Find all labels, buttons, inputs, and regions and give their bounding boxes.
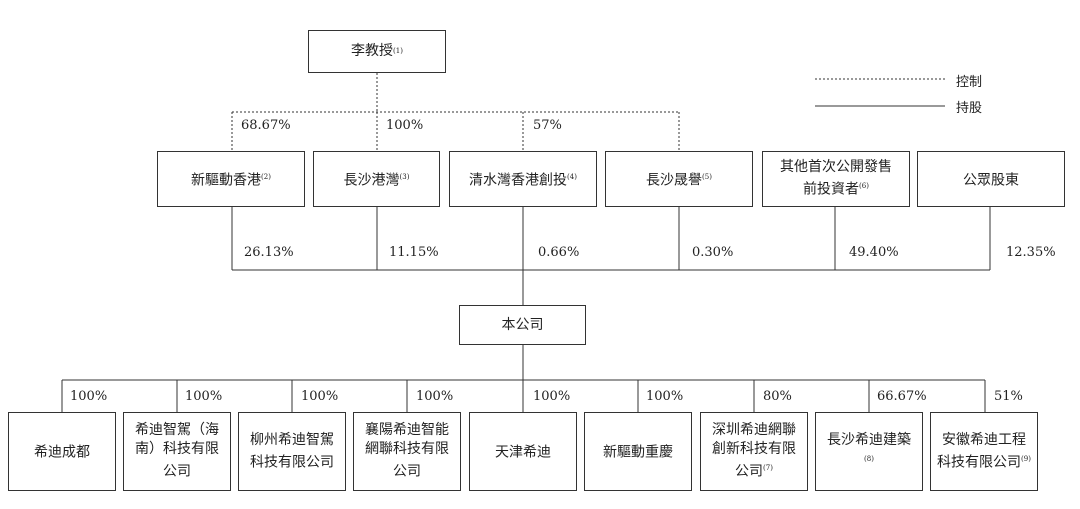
node-label: 希迪成都 — [34, 444, 90, 461]
node-label: 長沙晟譽 — [646, 172, 703, 189]
pct-label: 51% — [994, 389, 1023, 404]
pct-label: 12.35% — [1006, 245, 1056, 260]
node-entity: 長沙港灣(3) — [313, 151, 440, 207]
node-label: 安徽希迪工程科技有限公司 — [937, 431, 1026, 471]
node-subsidiary: 襄陽希迪智能網聯科技有限公司 — [353, 412, 461, 491]
pct-label: 100% — [646, 389, 684, 404]
node-company: 本公司 — [459, 305, 586, 345]
node-label: 長沙希迪建築 — [827, 431, 911, 448]
node-label: 天津希迪 — [495, 444, 551, 461]
pct-label: 100% — [301, 389, 339, 404]
node-subsidiary: 安徽希迪工程科技有限公司(9) — [930, 412, 1038, 491]
pct-label: 0.66% — [538, 245, 580, 260]
node-label: 李教授 — [351, 43, 394, 59]
node-subsidiary: 希迪智駕（海南）科技有限公司 — [123, 412, 231, 491]
node-label: 其他首次公開發售前投資者 — [780, 159, 892, 198]
pct-label: 11.15% — [389, 245, 439, 260]
node-subsidiary: 新驅動重慶 — [584, 412, 692, 491]
pct-label: 26.13% — [244, 245, 294, 260]
node-entity: 其他首次公開發售前投資者(6) — [762, 151, 910, 207]
node-label: 新驅動重慶 — [603, 444, 673, 461]
pct-label: 0.30% — [692, 245, 734, 260]
node-professor-li: 李教授(1) — [308, 30, 446, 73]
node-subsidiary: 柳州希迪智駕科技有限公司 — [238, 412, 346, 491]
footnote-marker: (3) — [399, 172, 410, 181]
pct-label: 68.67% — [241, 118, 291, 133]
pct-label: 80% — [763, 389, 792, 404]
node-label: 柳州希迪智駕科技有限公司 — [250, 431, 334, 471]
pct-label: 100% — [386, 118, 424, 133]
footnote-marker: (8) — [864, 454, 874, 463]
node-subsidiary: 希迪成都 — [8, 412, 116, 491]
legend-control-label: 控制 — [956, 75, 983, 90]
footnote-marker: (6) — [859, 182, 869, 191]
pct-label: 66.67% — [877, 389, 927, 404]
node-label: 公眾股東 — [963, 172, 1019, 189]
node-label: 本公司 — [501, 316, 544, 333]
footnote-marker: (9) — [1021, 454, 1031, 463]
footnote-marker: (7) — [763, 464, 773, 473]
legend-holding-label: 持股 — [956, 101, 983, 116]
node-subsidiary: 深圳希迪網聯創新科技有限公司(7) — [700, 412, 808, 491]
node-entity: 公眾股東 — [917, 151, 1065, 207]
node-subsidiary: 長沙希迪建築 (8) — [815, 412, 923, 491]
footnote-marker: (2) — [261, 172, 271, 181]
node-label: 希迪智駕（海南）科技有限公司 — [135, 422, 219, 480]
pct-label: 100% — [416, 389, 454, 404]
node-subsidiary: 天津希迪 — [469, 412, 577, 491]
node-label: 長沙港灣 — [343, 172, 400, 189]
node-label: 襄陽希迪智能網聯科技有限公司 — [365, 422, 449, 480]
node-entity: 長沙晟譽(5) — [605, 151, 753, 207]
footnote-marker: (4) — [567, 172, 577, 181]
node-entity: 清水灣香港創投(4) — [449, 151, 597, 207]
pct-label: 49.40% — [849, 245, 899, 260]
footnote-marker: (5) — [702, 172, 712, 181]
footnote-marker: (1) — [393, 47, 403, 55]
node-label: 深圳希迪網聯創新科技有限公司 — [712, 422, 796, 480]
node-entity: 新驅動香港(2) — [157, 151, 305, 207]
node-label: 新驅動香港 — [191, 172, 262, 189]
pct-label: 100% — [185, 389, 223, 404]
pct-label: 100% — [533, 389, 571, 404]
pct-label: 57% — [533, 118, 562, 133]
pct-label: 100% — [70, 389, 108, 404]
node-label: 清水灣香港創投 — [469, 172, 568, 189]
